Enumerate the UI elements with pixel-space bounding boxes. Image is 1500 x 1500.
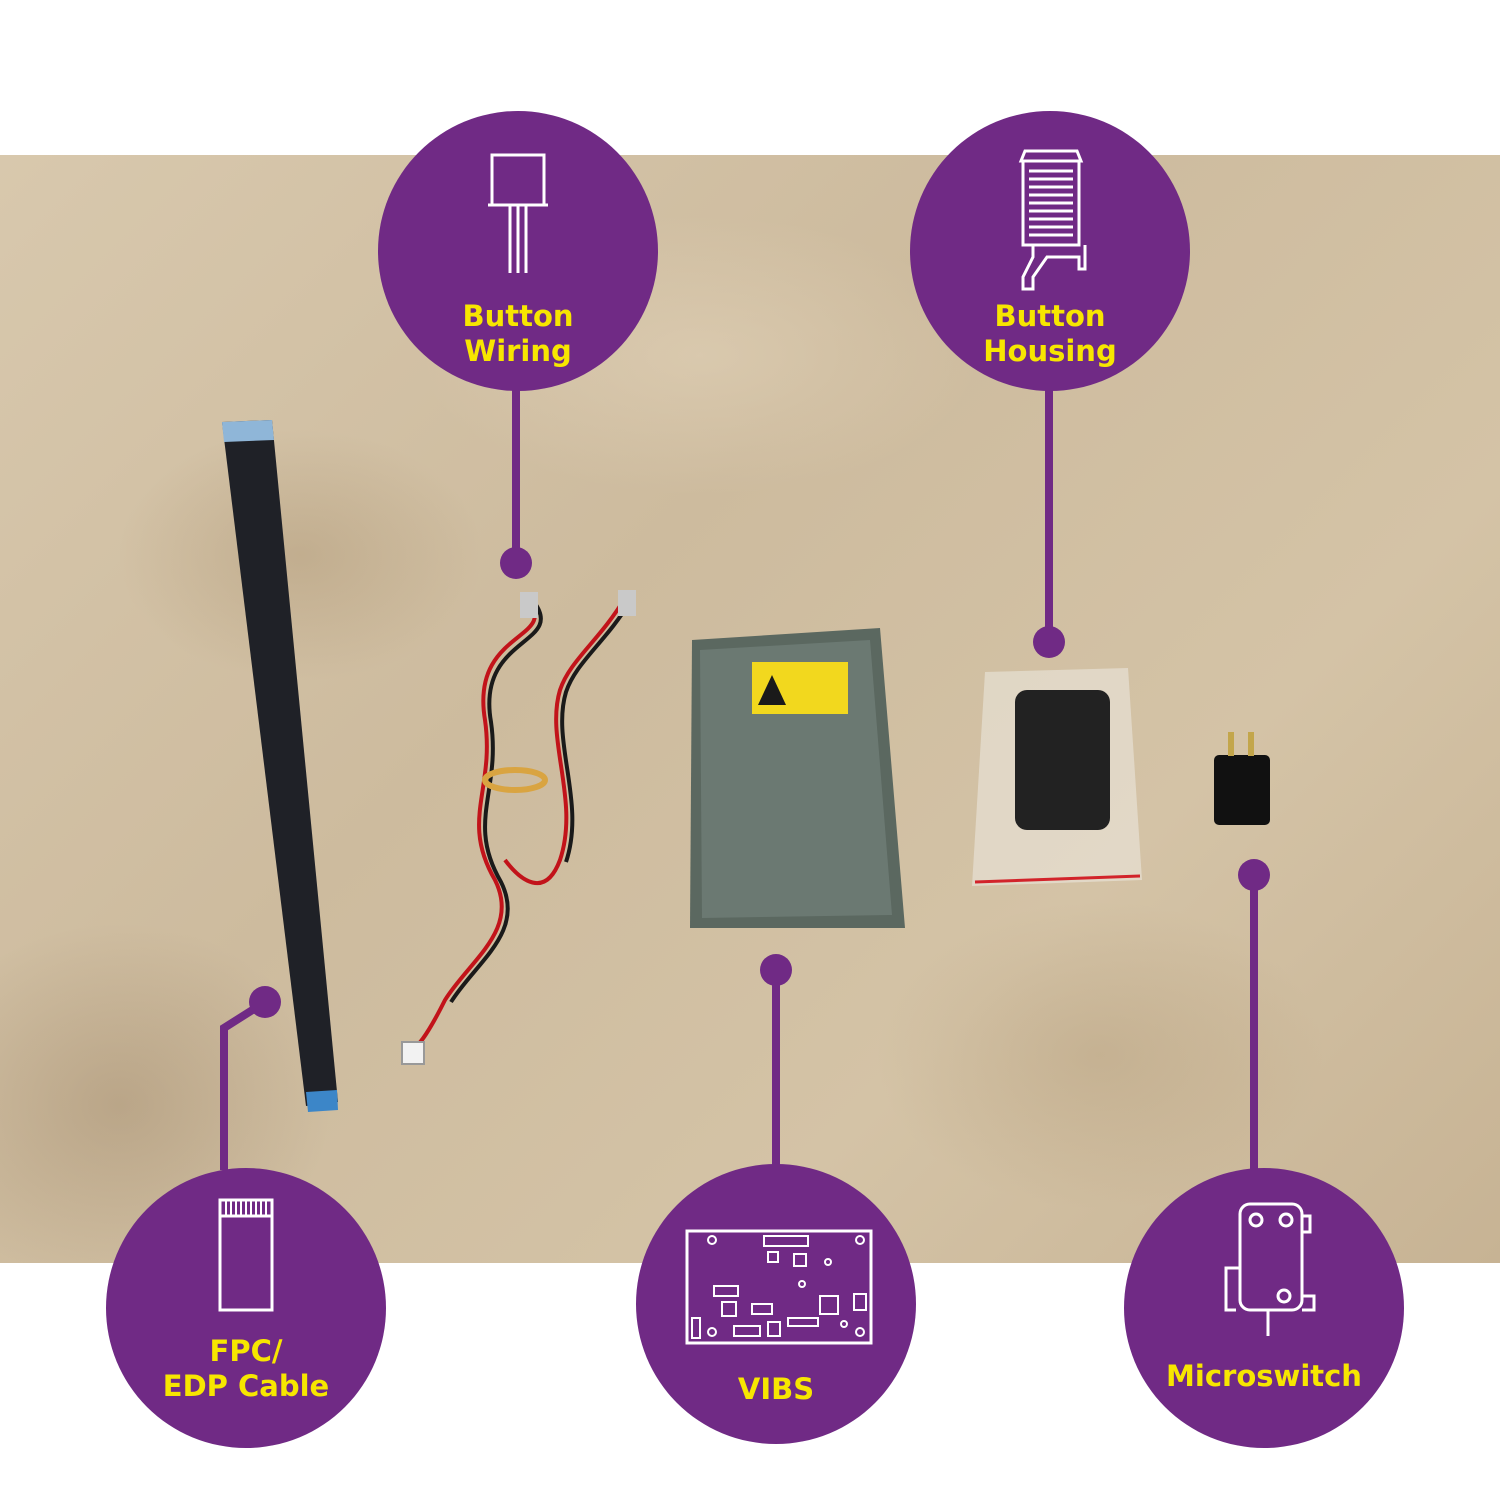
fpc-cable-label: FPC/ EDP Cable xyxy=(162,1334,330,1403)
microswitch-label: Microswitch xyxy=(1166,1359,1362,1393)
fpc-cable-object xyxy=(222,420,338,1112)
button-wiring-badge: Button Wiring xyxy=(378,111,658,391)
button-housing-badge: Button Housing xyxy=(910,111,1190,391)
connector-lines xyxy=(220,388,1270,1170)
microswitch-icon xyxy=(1224,1202,1316,1336)
button-housing-icon xyxy=(1018,149,1087,291)
button-housing-object xyxy=(972,668,1142,886)
button-wiring-label: Button Wiring xyxy=(462,299,574,368)
circuit-board-icon xyxy=(685,1229,873,1345)
vibs-bag-object xyxy=(690,628,905,928)
fpc-cable-badge: FPC/ EDP Cable xyxy=(106,1168,386,1448)
vibs-label: VIBS xyxy=(737,1372,815,1406)
vibs-badge: VIBS xyxy=(636,1164,916,1444)
button-wiring-object xyxy=(401,590,636,1065)
button-housing-label: Button Housing xyxy=(983,299,1117,368)
wire-connector-icon xyxy=(488,153,548,273)
ribbon-cable-icon xyxy=(218,1198,274,1312)
microswitch-badge: Microswitch xyxy=(1124,1168,1404,1448)
microswitch-object xyxy=(1214,732,1270,825)
